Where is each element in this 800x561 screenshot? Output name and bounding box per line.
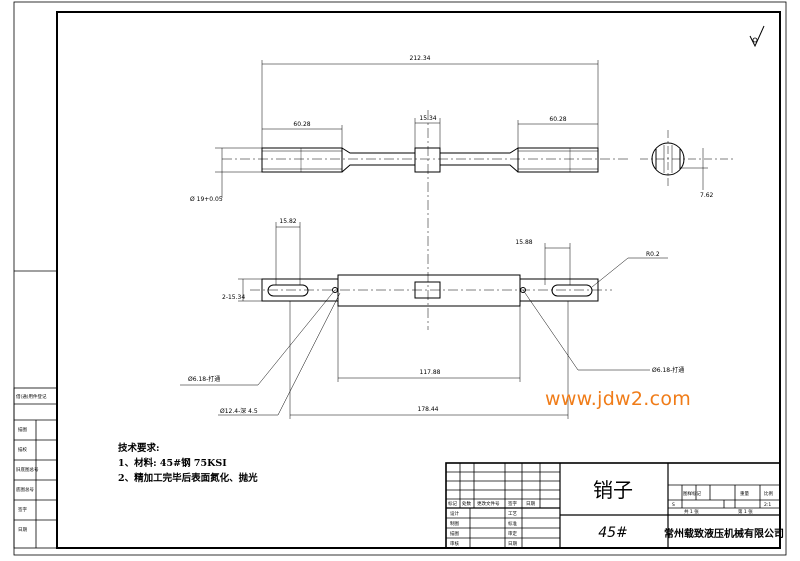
dim-overall-top: 212.34 <box>410 55 431 62</box>
dim-left-slot: 60.28 <box>293 121 310 128</box>
top-shoulder-right <box>439 147 519 173</box>
side-label-6: 日期 <box>18 527 27 533</box>
right-hole <box>520 287 526 293</box>
notes-line-2: 2、精加工完毕后表面氮化、抛光 <box>118 473 258 484</box>
dim-right-slot: 60.28 <box>549 116 566 123</box>
inner-frame <box>56 11 781 549</box>
top-dimension-labels: 212.34 60.28 15.34 60.28 Ø 19+0.05 7.62 <box>190 55 714 203</box>
mid-label-0: 工艺 <box>508 511 517 517</box>
right-header-0: 图样标记 <box>683 490 701 497</box>
dim-slot-width-left: 15.82 <box>279 218 296 225</box>
side-label-3: 旧底图总号 <box>16 466 39 473</box>
dim-counterbore: Ø12.4-深 4.5 <box>220 407 258 415</box>
notes-line-1: 1、材料: 45#钢 75KSI <box>118 458 227 469</box>
dim-flat-depth: 7.62 <box>700 192 714 199</box>
dim-radius: R0.2 <box>646 251 660 258</box>
top-dimensions <box>215 60 708 198</box>
row-label-0: 设计 <box>450 510 459 517</box>
col-label-1: 处数 <box>462 500 471 507</box>
sheet-total: 共 1 张 <box>684 508 699 515</box>
dim-diameter: Ø 19+0.05 <box>190 196 223 203</box>
roughness-icon <box>749 25 765 48</box>
outer-frame <box>13 1 787 556</box>
col-label-0: 标记 <box>448 500 457 507</box>
part-name: 销子 <box>593 478 633 502</box>
bottom-dimension-labels: 15.82 15.88 R0.2 2-15.34 Ø6.18-打通 Ø6.18-… <box>188 218 684 415</box>
top-shoulder-left <box>341 147 416 173</box>
title-block <box>445 462 781 549</box>
top-center-block <box>414 147 441 173</box>
end-view-circle <box>651 142 685 176</box>
top-left-section <box>261 147 343 173</box>
mark-s: S <box>672 502 675 508</box>
mid-label-2: 审定 <box>508 530 517 537</box>
side-label-0: 借(通)用件登记 <box>16 393 47 400</box>
row-label-3: 审核 <box>450 540 459 547</box>
end-view <box>640 130 736 188</box>
bottom-middle-section <box>337 274 521 307</box>
side-table-labels: 借(通)用件登记 描图 描校 旧底图总号 底图总号 签字 日期 <box>16 393 47 533</box>
watermark: www.jdw2.com <box>545 388 692 410</box>
col-label-4: 日期 <box>526 501 535 507</box>
top-view <box>222 110 630 330</box>
dim-thickness: 2-15.34 <box>222 294 245 301</box>
dim-hole-left: Ø6.18-打通 <box>188 375 220 383</box>
dim-slot-width-right: 15.88 <box>515 239 532 246</box>
right-header-1: 重量 <box>740 490 749 497</box>
dim-middle-length: 117.88 <box>420 369 441 376</box>
row-label-2: 描图 <box>450 530 459 537</box>
sheet-no: 第 1 张 <box>738 508 753 515</box>
side-table <box>13 387 58 549</box>
col-label-3: 签字 <box>508 500 517 507</box>
dim-center-width: 15.34 <box>419 115 436 122</box>
right-header-2: 比例 <box>764 490 773 497</box>
company-name: 常州载致液压机械有限公司 <box>664 527 784 540</box>
dim-hole-right: Ø6.18-打通 <box>652 366 684 374</box>
dim-overall-bottom: 178.44 <box>418 406 439 413</box>
right-slot <box>551 284 593 297</box>
col-label-2: 更改文件号 <box>477 500 500 507</box>
title-block-text: 销子 45# 常州载致液压机械有限公司 标记 处数 更改文件号 签字 日期 设计… <box>448 478 784 547</box>
material-label: 45# <box>598 525 628 541</box>
left-slot <box>267 284 309 297</box>
side-label-4: 底图总号 <box>16 486 34 493</box>
row-label-1: 制图 <box>450 520 459 527</box>
top-right-section <box>517 147 599 173</box>
bottom-center-pocket <box>414 281 441 299</box>
notes-title: 技术要求: <box>118 443 160 454</box>
side-label-1: 描图 <box>18 426 27 433</box>
technical-notes: 技术要求: 1、材料: 45#钢 75KSI 2、精加工完毕后表面氮化、抛光 <box>118 441 258 486</box>
mid-label-3: 日期 <box>508 541 517 547</box>
bottom-view <box>250 274 612 307</box>
side-label-2: 描校 <box>18 446 27 453</box>
scale-value: 2:1 <box>764 502 771 508</box>
mid-label-1: 标准 <box>508 520 517 527</box>
bottom-dimensions <box>180 222 668 419</box>
side-label-5: 签字 <box>18 506 27 513</box>
